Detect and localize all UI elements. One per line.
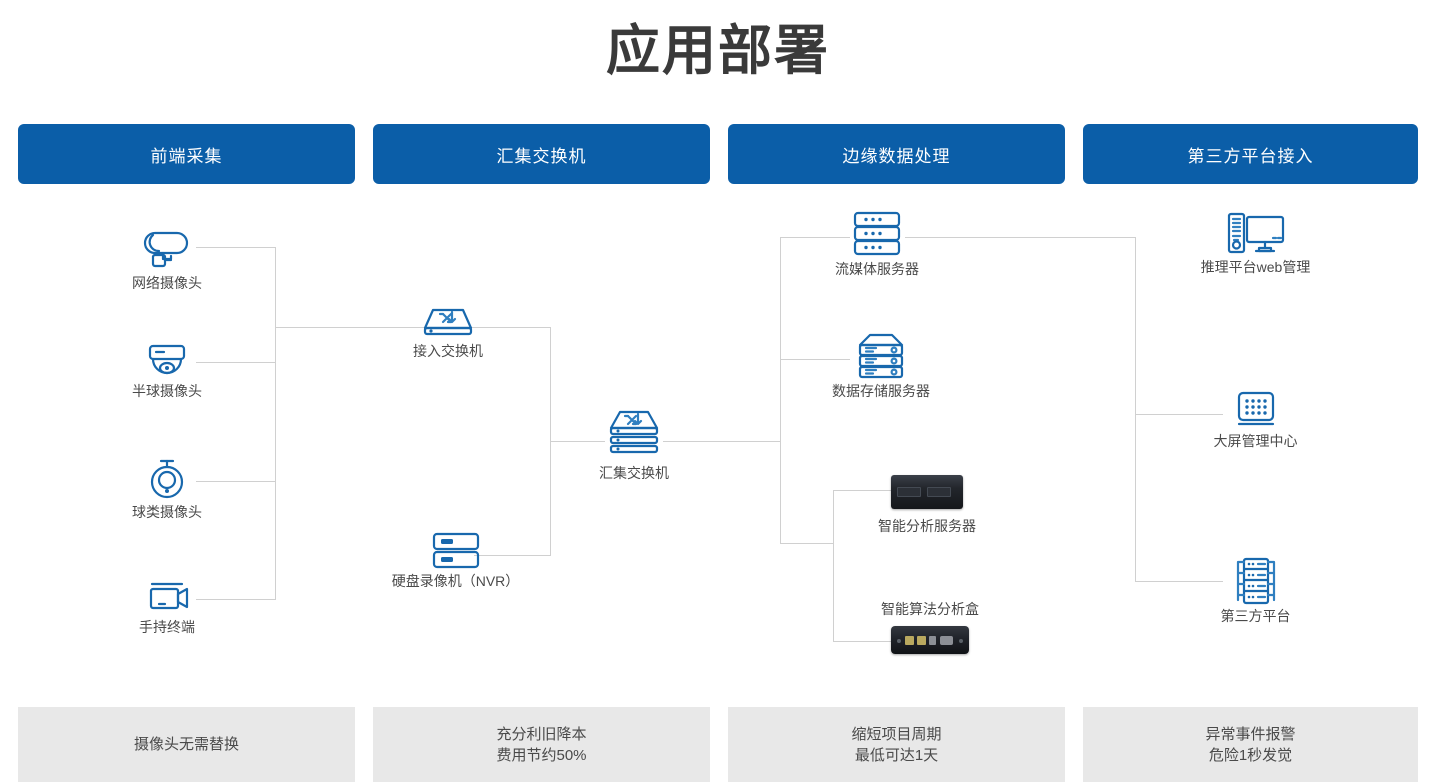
footer-line: 异常事件报警 — [1205, 725, 1296, 743]
footer-line: 费用节约50% — [496, 746, 587, 764]
footer-line: 最低可达1天 — [854, 746, 939, 764]
algorithm-box-icon — [870, 626, 990, 654]
column-header-edge-data-processing[interactable]: 边缘数据处理 — [728, 124, 1065, 184]
node-label: 汇集交换机 — [599, 465, 669, 481]
nvr-icon — [378, 528, 533, 572]
node-label: 数据存储服务器 — [832, 383, 930, 399]
footer-line: 充分利旧降本 — [496, 725, 587, 743]
node-label: 推理平台web管理 — [1200, 259, 1311, 275]
page-title: 应用部署 — [606, 21, 830, 81]
handheld-terminal-icon — [107, 578, 227, 618]
connector-storage-server-stub — [780, 359, 850, 360]
inference-web-icon — [1193, 210, 1318, 258]
node-algorithm-box[interactable]: 智能算法分析盒 — [870, 600, 990, 654]
node-label: 智能分析服务器 — [878, 518, 976, 534]
node-handheld-terminal[interactable]: 手持终端 — [107, 578, 227, 636]
connector-analysis-server-stub — [833, 490, 891, 491]
footer-aggregation-switch: 充分利旧降本 费用节约50% — [373, 707, 710, 782]
node-video-wall-center[interactable]: 大屏管理中心 — [1193, 388, 1318, 450]
connector-access-to-aggregation — [550, 441, 605, 442]
connector-cameras-to-access-switch — [275, 327, 551, 328]
node-streaming-server[interactable]: 流媒体服务器 — [817, 208, 937, 278]
connector-aggregation-to-edge — [663, 441, 781, 442]
node-label: 第三方平台 — [1220, 608, 1291, 624]
connector-ptz-camera-stub — [196, 481, 276, 482]
connector-edge-bus-to-analysis-bus — [780, 543, 834, 544]
node-nvr[interactable]: 硬盘录像机（NVR） — [378, 528, 533, 590]
footer-line: 缩短项目周期 — [851, 725, 942, 743]
third-party-platform-icon — [1193, 555, 1318, 607]
network-camera-icon — [107, 222, 227, 274]
node-storage-server[interactable]: 数据存储服务器 — [821, 330, 941, 400]
video-wall-center-icon — [1193, 388, 1318, 432]
ptz-camera-icon — [107, 455, 227, 503]
connector-edge-bus — [780, 237, 781, 543]
connector-network-camera-stub — [196, 247, 276, 248]
connector-streaming-server-stub — [780, 237, 850, 238]
connector-third-party-stub — [1135, 581, 1223, 582]
node-label: 球类摄像头 — [132, 504, 202, 520]
footer-edge-data-processing: 缩短项目周期 最低可达1天 — [728, 707, 1065, 782]
node-label: 接入交换机 — [413, 343, 483, 359]
connector-edge-to-platform — [905, 237, 1136, 238]
column-header-third-party-platform[interactable]: 第三方平台接入 — [1083, 124, 1418, 184]
footer-line: 摄像头无需替换 — [133, 736, 239, 753]
node-analysis-server[interactable]: 智能分析服务器 — [867, 475, 987, 535]
node-access-switch[interactable]: 接入交换机 — [388, 300, 508, 360]
aggregation-switch-icon — [574, 406, 694, 464]
node-ptz-camera[interactable]: 球类摄像头 — [107, 455, 227, 521]
node-dome-camera[interactable]: 半球摄像头 — [107, 340, 227, 400]
connector-nvr-stub — [474, 555, 551, 556]
connector-dome-camera-stub — [196, 362, 276, 363]
column-header-aggregation-switch[interactable]: 汇集交换机 — [373, 124, 710, 184]
node-inference-web[interactable]: 推理平台web管理 — [1193, 210, 1318, 276]
connector-camera-bus — [275, 247, 276, 599]
connector-video-wall-stub — [1135, 414, 1223, 415]
node-label: 半球摄像头 — [132, 383, 202, 399]
footer-line: 危险1秒发觉 — [1208, 746, 1293, 764]
node-third-party-platform[interactable]: 第三方平台 — [1193, 555, 1318, 625]
connector-handheld-stub — [196, 599, 276, 600]
access-switch-icon — [388, 300, 508, 342]
node-label: 智能算法分析盒 — [881, 601, 979, 617]
node-label: 硬盘录像机（NVR） — [391, 573, 520, 589]
column-header-front-end-collection[interactable]: 前端采集 — [18, 124, 355, 184]
connector-platform-bus — [1135, 237, 1136, 581]
node-network-camera[interactable]: 网络摄像头 — [107, 222, 227, 292]
connector-analysis-bus — [833, 490, 834, 642]
analysis-server-icon — [867, 475, 987, 509]
footer-third-party-platform: 异常事件报警 危险1秒发觉 — [1083, 707, 1418, 782]
footer-front-end-collection: 摄像头无需替换 — [18, 707, 355, 782]
connector-algorithm-box-stub — [833, 641, 891, 642]
node-aggregation-switch[interactable]: 汇集交换机 — [574, 406, 694, 482]
dome-camera-icon — [107, 340, 227, 382]
storage-server-icon — [821, 330, 941, 382]
streaming-server-icon — [817, 208, 937, 260]
node-label: 手持终端 — [139, 619, 195, 635]
node-label: 流媒体服务器 — [835, 261, 919, 277]
node-label: 大屏管理中心 — [1213, 433, 1298, 449]
node-label: 网络摄像头 — [132, 275, 202, 291]
